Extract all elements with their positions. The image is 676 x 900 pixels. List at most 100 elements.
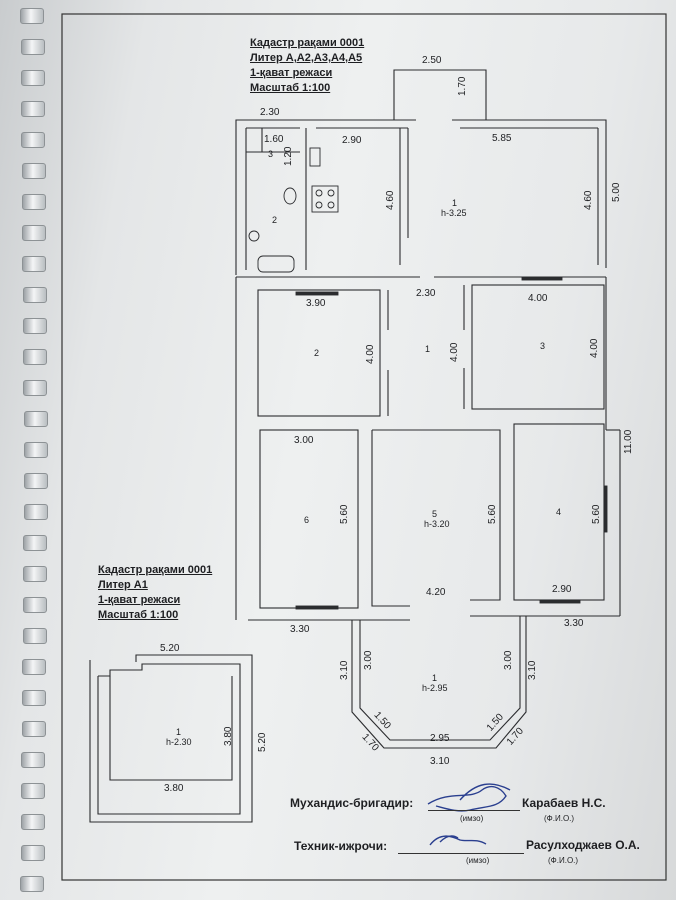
engineer-label: Мухандис-бригадир: xyxy=(290,796,414,810)
binder-ring xyxy=(23,411,48,427)
name-caption: (Ф.И.О.) xyxy=(548,856,579,865)
title-line: Литер А,А2,А3,А4,А5 xyxy=(250,52,363,64)
binder-ring xyxy=(21,132,46,148)
room-number: 3 xyxy=(268,149,274,159)
room-height: h-2.30 xyxy=(166,737,192,747)
dimension-label: 4.60 xyxy=(583,190,594,210)
room-number: 1 xyxy=(452,198,458,208)
dimension-label: 4.60 xyxy=(385,190,396,210)
dimension-label: 2.95 xyxy=(430,733,450,744)
room-number: 2 xyxy=(272,215,278,225)
dimension-label: 5.60 xyxy=(339,504,350,524)
dimension-label: 5.85 xyxy=(492,133,512,144)
binder-ring xyxy=(20,8,45,24)
dimension-label: 3.10 xyxy=(430,756,450,767)
dimension-label: 2.30 xyxy=(416,288,436,299)
binder-ring xyxy=(23,442,48,458)
dimension-label: 4.00 xyxy=(589,338,600,358)
dimension-label: 5.20 xyxy=(257,732,268,752)
binder-ring xyxy=(23,566,48,582)
dimension-label: 3.00 xyxy=(294,435,314,446)
dimension-label: 11.00 xyxy=(623,429,634,454)
dimension-label: 5.60 xyxy=(591,504,602,524)
sign-caption: (имзо) xyxy=(460,814,484,823)
binder-ring xyxy=(20,814,45,830)
room-number: 1 xyxy=(432,673,438,683)
binder-ring xyxy=(23,504,48,520)
binder-rings xyxy=(18,0,48,900)
dimension-label: 2.90 xyxy=(552,584,572,595)
title-line: Масштаб 1:100 xyxy=(250,82,331,94)
dimension-label: 3.30 xyxy=(564,618,584,629)
binder-ring xyxy=(23,349,48,365)
dimension-label: 3.00 xyxy=(363,650,374,670)
dimension-label: 2.30 xyxy=(260,107,280,118)
binder-ring xyxy=(22,690,46,706)
main-plan-walls xyxy=(235,69,621,749)
dimension-label: 3.00 xyxy=(503,650,514,670)
binder-ring xyxy=(21,752,46,768)
dimension-label: 5.60 xyxy=(487,504,498,524)
a1-title-block: Кадастр рақами 0001 Литер А1 1-қават реж… xyxy=(98,563,212,623)
a1-plan-walls xyxy=(89,654,253,823)
binder-ring xyxy=(22,225,47,241)
room-number: 5 xyxy=(432,509,438,519)
binder-ring xyxy=(20,70,45,86)
binder-ring xyxy=(20,845,45,861)
room-height: h-2.95 xyxy=(422,683,448,693)
technician-signature-line xyxy=(398,853,524,854)
binder-ring xyxy=(22,659,47,675)
dimension-label: 2.90 xyxy=(342,135,362,146)
dimension-label: 4.00 xyxy=(528,293,548,304)
dimension-label: 3.10 xyxy=(527,660,538,680)
binder-ring xyxy=(23,473,48,489)
binder-ring xyxy=(22,287,47,303)
binder-ring xyxy=(23,535,48,551)
binder-ring xyxy=(21,783,46,799)
engineer-signature-line xyxy=(428,810,520,811)
binder-ring xyxy=(23,380,48,396)
binder-ring xyxy=(21,163,46,179)
dimension-label: 1.70 xyxy=(457,76,468,96)
dimension-label: 1.60 xyxy=(264,134,284,145)
dimension-label: 3.80 xyxy=(223,726,234,746)
dimension-label: 3.10 xyxy=(339,660,350,680)
dimension-label: 5.20 xyxy=(160,643,180,654)
dimension-label: 1.20 xyxy=(283,146,294,166)
dimension-label: 4.00 xyxy=(365,344,376,364)
main-title-block: Кадастр рақами 0001 Литер А,А2,А3,А4,А5 … xyxy=(250,36,364,96)
binder-ring xyxy=(20,876,45,892)
title-line: Кадастр рақами 0001 xyxy=(250,37,365,49)
fixtures xyxy=(248,147,608,610)
binder-ring xyxy=(20,39,45,55)
engineer-name: Карабаев Н.С. xyxy=(522,796,606,810)
room-number: 1 xyxy=(425,344,431,354)
dimension-label: 4.00 xyxy=(449,342,460,362)
binder-ring xyxy=(22,597,47,613)
title-line: Масштаб 1:100 xyxy=(98,609,179,621)
sheet-frame xyxy=(61,13,667,881)
room-height: h-3.25 xyxy=(441,208,467,218)
technician-name: Расулходжаев О.А. xyxy=(526,838,640,852)
binder-ring xyxy=(22,256,47,272)
dimension-label: 5.00 xyxy=(611,182,622,202)
dimension-label: 3.30 xyxy=(290,624,310,635)
binder-ring xyxy=(22,628,47,644)
title-line: Литер А1 xyxy=(98,579,148,591)
name-caption: (Ф.И.О.) xyxy=(544,814,575,823)
dimension-label: 2.50 xyxy=(422,55,442,66)
title-line: Кадастр рақами 0001 xyxy=(98,564,213,576)
sign-caption: (имзо) xyxy=(466,856,490,865)
binder-ring xyxy=(22,318,47,334)
dimension-label: 4.20 xyxy=(426,587,446,598)
room-number: 6 xyxy=(304,515,310,525)
binder-ring xyxy=(21,194,46,210)
room-height: h-3.20 xyxy=(424,519,450,529)
room-number: 1 xyxy=(176,727,182,737)
room-number: 3 xyxy=(540,341,546,351)
title-line: 1-қават режаси xyxy=(250,67,333,79)
dimension-label: 3.80 xyxy=(164,783,184,794)
room-number: 2 xyxy=(314,348,320,358)
